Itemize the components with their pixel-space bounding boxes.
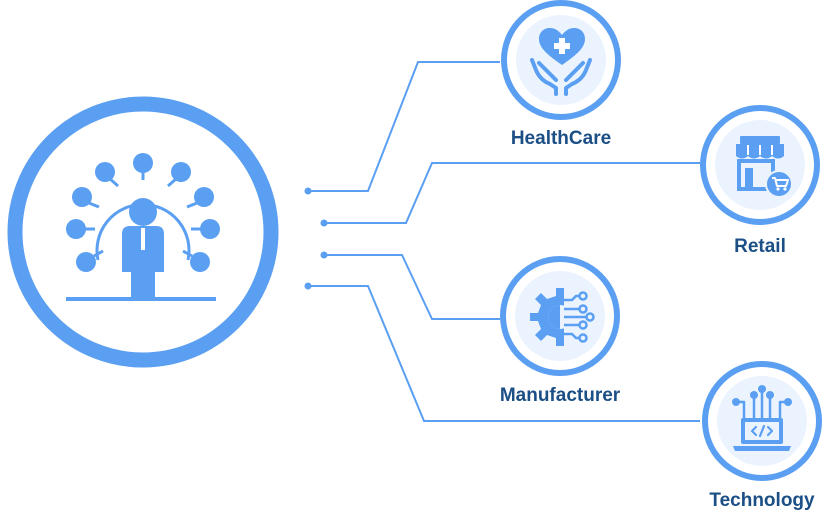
laptop-code-icon <box>732 385 792 451</box>
connectors <box>308 61 700 422</box>
label-retail: Retail <box>734 236 786 257</box>
connector-technology <box>308 285 700 422</box>
connector-manufacturer <box>324 254 500 320</box>
connector-dot <box>304 282 312 290</box>
connector-dot <box>304 187 312 195</box>
storefront-cart-icon <box>736 136 793 198</box>
heart-hands-icon <box>530 28 592 96</box>
person-network-icon <box>66 153 220 301</box>
gear-circuit-icon <box>530 288 595 346</box>
node-inner <box>715 120 805 210</box>
connector-healthcare <box>308 61 500 192</box>
label-manufacturer: Manufacturer <box>499 385 621 406</box>
connector-retail <box>324 162 700 224</box>
connector-dots <box>304 187 328 290</box>
label-healthcare: HealthCare <box>510 128 612 149</box>
node-manufacturer <box>500 256 620 376</box>
label-technology: Technology <box>709 490 815 511</box>
connector-dot <box>320 219 328 227</box>
node-technology <box>702 361 822 481</box>
node-retail <box>700 105 820 225</box>
node-healthcare <box>501 0 621 120</box>
connector-dot <box>320 251 328 259</box>
hub-node <box>7 96 279 368</box>
